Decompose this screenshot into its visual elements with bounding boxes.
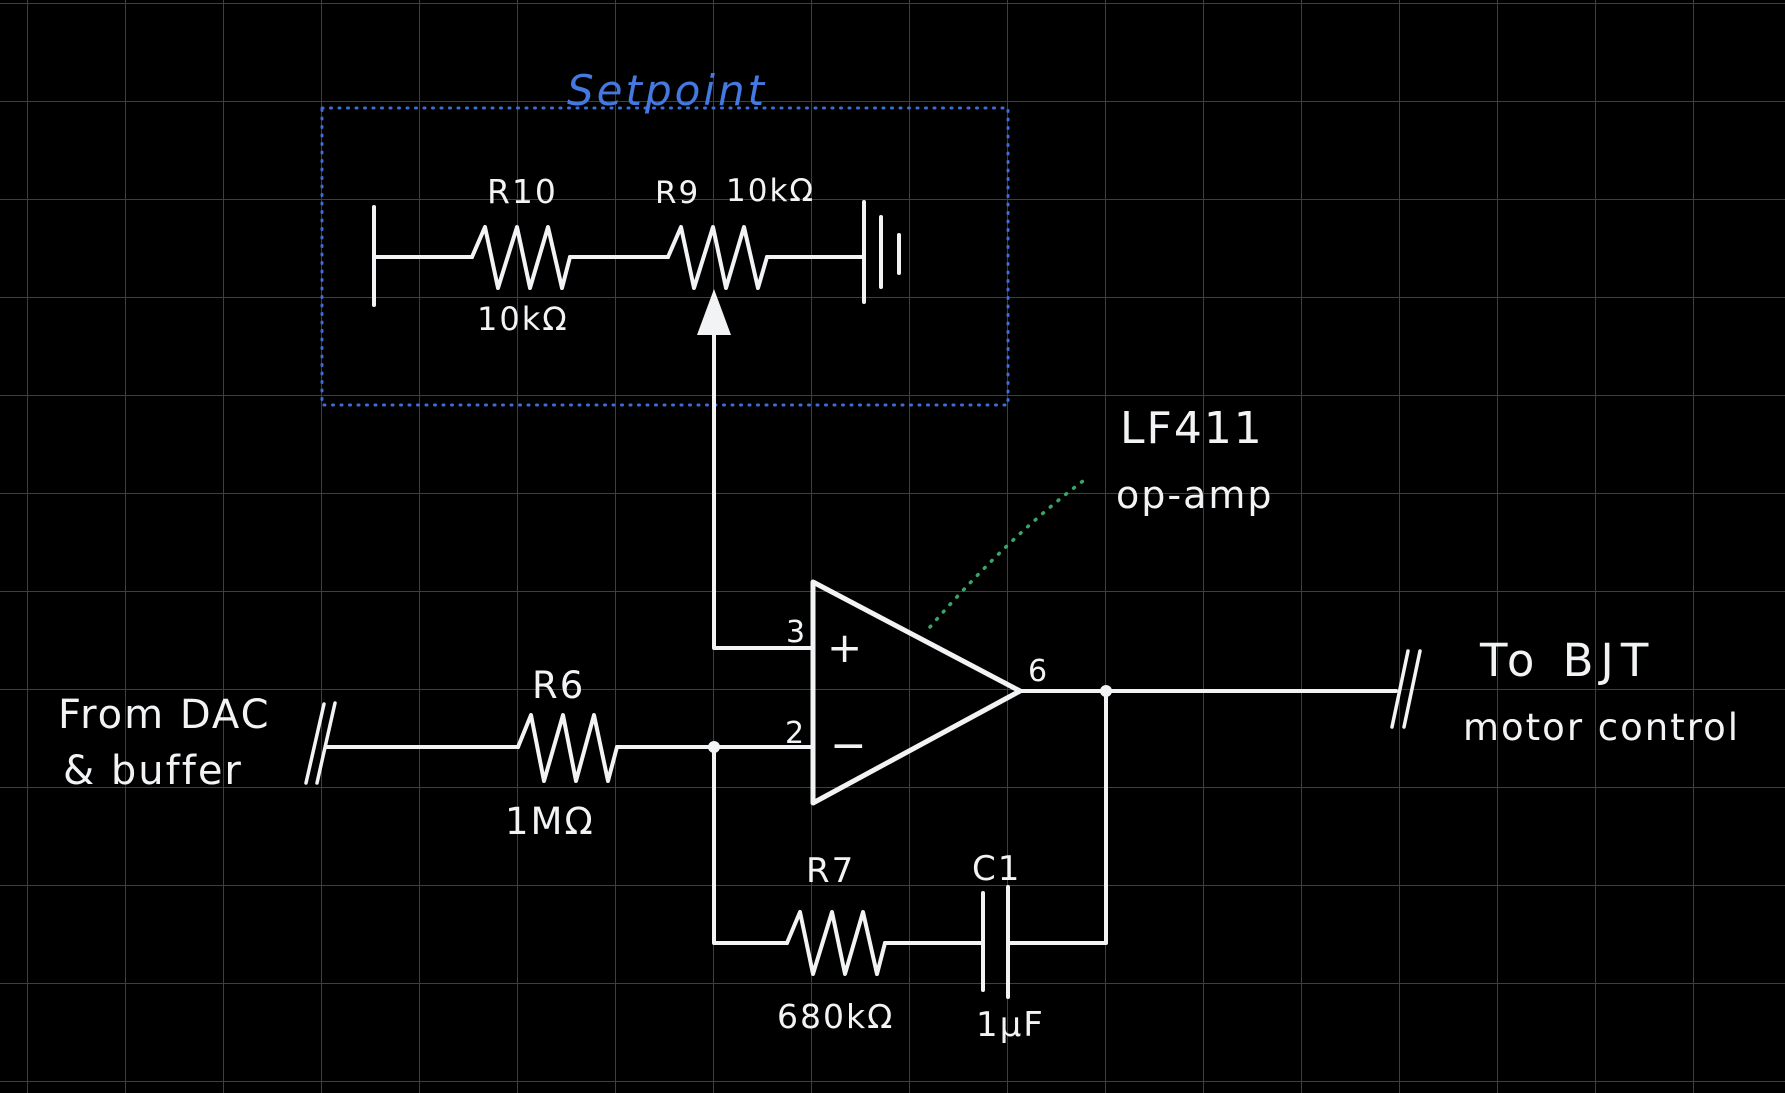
break-symbol-input [304,701,337,785]
resistor-r10-symbol [470,225,572,290]
opamp-plus-sign: + [827,623,862,672]
wire-c1-to-output [1006,689,1108,945]
wire-wiper-to-pin3 [712,331,813,650]
wiper-arrow-head [697,289,731,335]
opamp-minus-sign: − [830,720,867,771]
c1-name-label: C1 [972,849,1021,889]
input-label-line2: & buffer [63,748,243,794]
r6-value-label: 1MΩ [505,800,595,843]
output-label-line2: motor control [1463,706,1740,749]
r9-name-label: R9 [655,175,700,211]
r10-name-label: R10 [487,172,558,211]
opamp-pin2-label: 2 [785,716,804,751]
opamp-triangle [810,579,1023,806]
r6-name-label: R6 [532,664,585,707]
opamp-type-label: op-amp [1116,473,1274,517]
r7-value-label: 680kΩ [777,997,894,1036]
r9-value-label: 10kΩ [726,173,815,209]
r7-name-label: R7 [806,851,855,891]
r10-value-label: 10kΩ [477,300,569,338]
opamp-part-label: LF411 [1120,403,1264,454]
callout-curve-green [928,476,1089,629]
resistor-r9-symbol [666,225,769,290]
ground-symbol [862,200,901,304]
resistor-r6-symbol [516,713,619,783]
c1-value-label: 1μF [976,1005,1045,1045]
resistor-r7-symbol [785,910,887,976]
setpoint-group-box [320,106,1010,407]
wire-feedback-left [712,745,789,945]
opamp-pin3-label: 3 [786,615,805,650]
setpoint-title: Setpoint [567,66,767,115]
opamp-pin6-label: 6 [1028,654,1047,689]
break-symbol-output [1390,649,1422,729]
input-label-line1: From DAC [58,692,271,738]
output-label-line1: To BJT [1479,634,1655,687]
